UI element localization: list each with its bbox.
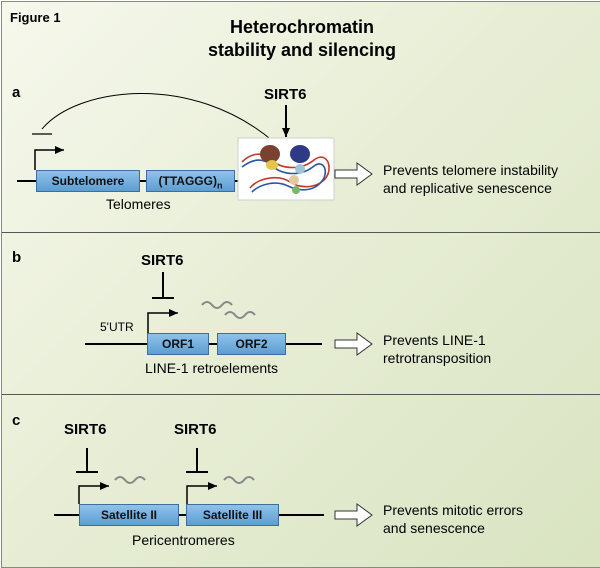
panel-letter-b: b: [12, 249, 22, 266]
figure-title-line2: stability and silencing: [207, 40, 397, 60]
satellite-ii-box: Satellite II: [79, 504, 179, 526]
sirt6-label-a: SIRT6: [264, 86, 307, 103]
transcript-wave-c2: [223, 476, 255, 484]
outcome-c-line1: Prevents mitotic errors: [383, 502, 524, 518]
promoter-arrow-c2: [186, 482, 217, 504]
outcome-a-line2: and replicative senescence: [383, 180, 552, 196]
panel-letter-c: c: [12, 412, 21, 429]
chromatin-complex-graphic: [237, 137, 335, 201]
panel-letter-a: a: [12, 84, 21, 101]
outcome-a-line1: Prevents telomere instability: [383, 162, 559, 178]
transcript-wave-c1: [114, 476, 146, 484]
region-label-telomeres: Telomeres: [106, 196, 171, 212]
telomere-repeat-box: (TTAGGG)n: [146, 170, 235, 192]
outcome-arrow-b: [334, 332, 373, 356]
sirt6-label-b: SIRT6: [141, 252, 184, 269]
region-label-line1: LINE-1 retroelements: [145, 360, 279, 376]
promoter-arrow-a: [34, 146, 64, 170]
outcome-b-line2: retrotransposition: [383, 350, 492, 366]
figure-title-line1: Heterochromatin: [229, 17, 375, 37]
orf2-box: ORF2: [217, 333, 286, 355]
figure-label: Figure 1: [10, 10, 61, 25]
transcript-wave-b2: [224, 311, 256, 319]
promoter-arrow-b: [147, 309, 178, 333]
panel-divider-bc: [2, 394, 600, 395]
region-label-pericentromeres: Pericentromeres: [132, 532, 235, 548]
utr-label: 5'UTR: [100, 320, 134, 334]
orf1-box: ORF1: [147, 333, 209, 355]
panel-divider-ab: [2, 232, 600, 233]
sirt6-label-c2: SIRT6: [174, 421, 217, 438]
telomere-repeat-label: (TTAGGG): [158, 174, 217, 188]
sirt6-label-c1: SIRT6: [64, 421, 107, 438]
promoter-arrow-c1: [78, 482, 109, 504]
transcript-wave-b1: [201, 301, 233, 309]
outcome-b-line1: Prevents LINE-1: [383, 332, 486, 348]
subtelomere-box: Subtelomere: [36, 170, 140, 192]
satellite-iii-box: Satellite III: [186, 504, 279, 526]
outcome-c-line2: and senescence: [383, 520, 485, 536]
telomere-repeat-subscript: n: [216, 180, 223, 191]
outcome-arrow-a: [334, 162, 373, 186]
feedback-curve-a: [41, 93, 275, 143]
outcome-arrow-c: [334, 503, 373, 527]
